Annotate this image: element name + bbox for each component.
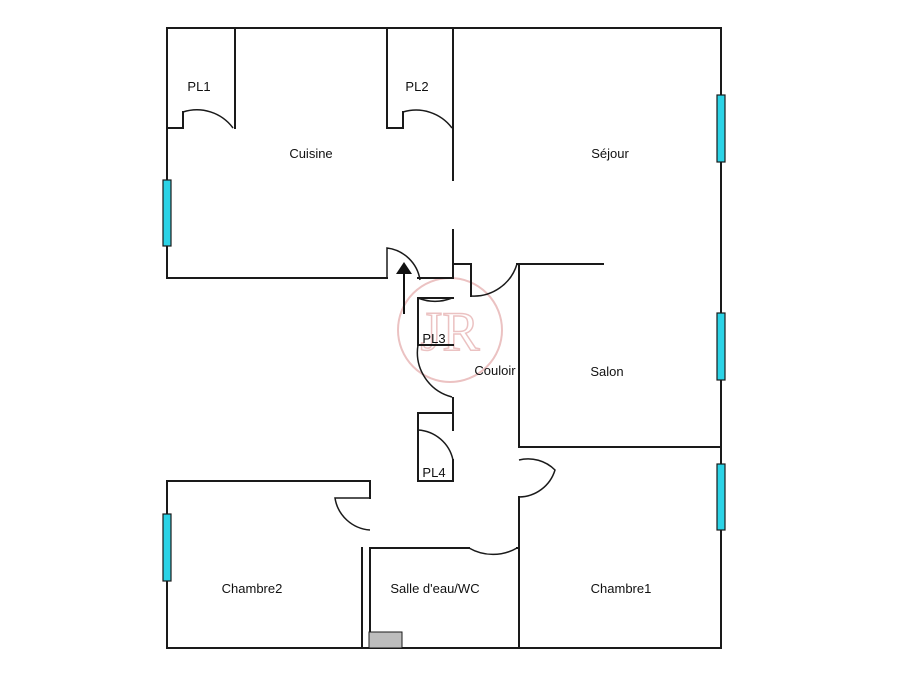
- windows: [162, 94, 726, 582]
- label-chambre2: Chambre2: [222, 581, 283, 596]
- closet-walls: [166, 27, 454, 181]
- entrance-arrow-icon: [396, 262, 412, 314]
- label-pl3: PL3: [422, 331, 445, 346]
- room-labels: PL1 PL2 Cuisine Séjour PL3 Couloir Salon…: [187, 79, 651, 596]
- label-pl2: PL2: [405, 79, 428, 94]
- label-pl1: PL1: [187, 79, 210, 94]
- window-chambre1: [716, 463, 726, 531]
- window-sejour: [716, 94, 726, 163]
- window-salon: [716, 312, 726, 381]
- interior-walls: [361, 229, 722, 649]
- label-couloir: Couloir: [474, 363, 516, 378]
- doors: [182, 109, 556, 556]
- shower-tray: [368, 631, 403, 649]
- label-cuisine: Cuisine: [289, 146, 332, 161]
- label-chambre1: Chambre1: [591, 581, 652, 596]
- watermark-text: JR: [420, 301, 480, 363]
- label-pl4: PL4: [422, 465, 445, 480]
- label-salle-eau: Salle d'eau/WC: [390, 581, 479, 596]
- label-salon: Salon: [590, 364, 623, 379]
- window-chambre2: [162, 513, 172, 582]
- label-sejour: Séjour: [591, 146, 629, 161]
- window-cuisine: [162, 179, 172, 247]
